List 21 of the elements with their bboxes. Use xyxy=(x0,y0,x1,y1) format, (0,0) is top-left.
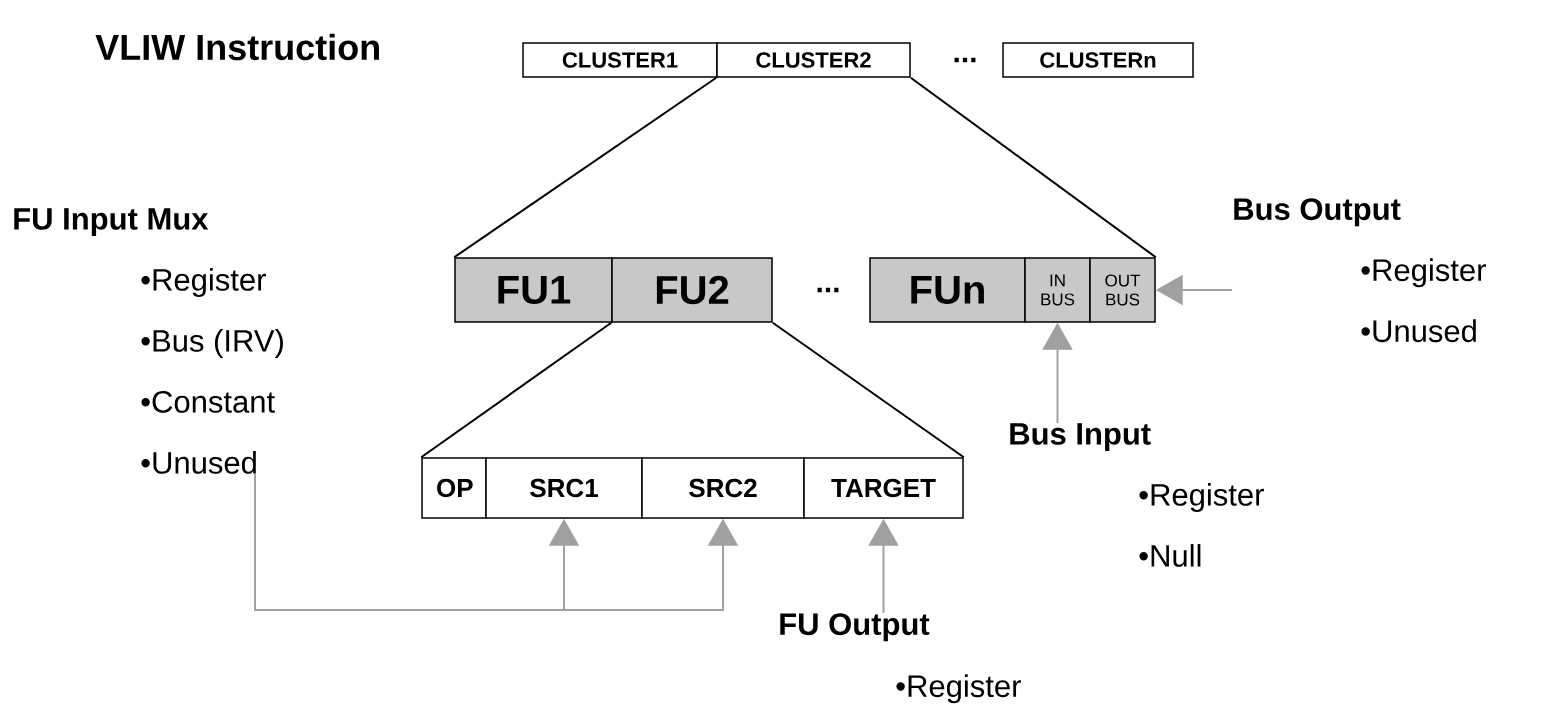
field-box: FU1 xyxy=(454,257,613,323)
field-box: CLUSTER2 xyxy=(716,42,911,78)
heading: VLIW Instruction xyxy=(95,33,379,61)
field-box: OP xyxy=(421,457,487,519)
ellipsis: ... xyxy=(954,57,976,63)
field-box: FU2 xyxy=(611,257,773,323)
field-box: OUT BUS xyxy=(1089,257,1156,323)
field-box: SRC2 xyxy=(641,457,805,519)
connector-line xyxy=(420,321,613,459)
text-list: FU Input Mux •Register •Bus (IRV) •Constant •Unused xyxy=(14,208,283,474)
text-list: Bus Output •Register •Unused xyxy=(1234,198,1486,343)
text-list: Bus Input •Register •Null xyxy=(1010,423,1264,567)
connector-line xyxy=(771,321,965,459)
field-box: IN BUS xyxy=(1024,257,1091,323)
field-box: CLUSTER1 xyxy=(522,42,718,78)
connector-line xyxy=(909,76,1157,259)
ellipsis: ... xyxy=(817,287,839,293)
field-box: TARGET xyxy=(803,457,964,519)
connector-line xyxy=(453,76,718,259)
text-list: FU Output •Register xyxy=(780,613,1021,704)
field-box: CLUSTERn xyxy=(1002,42,1194,78)
